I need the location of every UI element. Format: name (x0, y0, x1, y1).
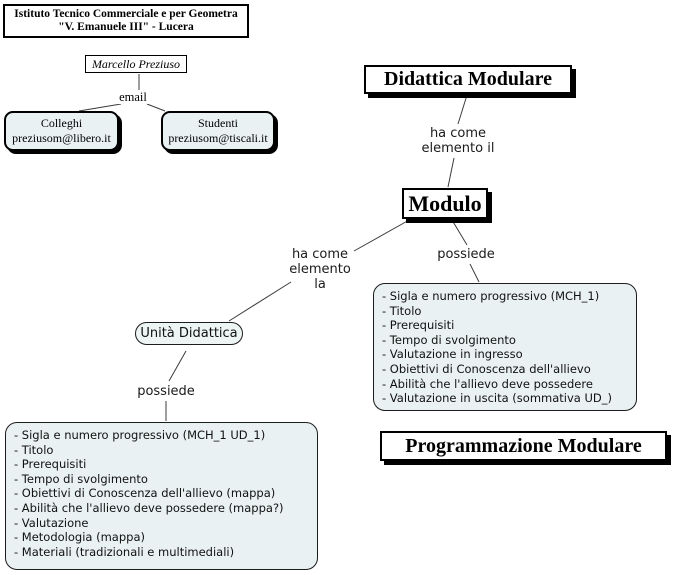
colleghi-title: Colleghi (40, 116, 83, 130)
colleghi-address: preziusom@libero.it (12, 131, 111, 145)
list-item: - Tempo di svolgimento (14, 471, 148, 486)
list-item: - Materiali (tradizionali e multimediali… (14, 544, 235, 559)
link-didattica-label (457, 94, 468, 125)
list-item: elemento (289, 262, 351, 277)
list-item: - Sigla e numero progressivo (MCH_1 UD_1… (14, 428, 266, 442)
institute-location: "V. Emanuele III" - Lucera (58, 21, 194, 33)
link-email-studenti (146, 103, 166, 112)
link-label-possiede-left[interactable]: possiede (137, 384, 195, 399)
studenti-address: preziusom@tiscali.it (168, 131, 268, 145)
link-modulo-hacomela (353, 218, 412, 252)
list-item: - Abilità che l'allievo deve possedere (… (14, 500, 284, 515)
list-item: - Valutazione (14, 515, 89, 530)
list-item: - Prerequisiti (14, 457, 87, 472)
link-label-possiede-right[interactable]: possiede (437, 247, 495, 262)
list-item: - Obiettivi di Conoscenza dell'allievo (… (14, 486, 276, 501)
modulo-properties-node[interactable]: - Sigla e numero progressivo (MCH_1)- Ti… (373, 283, 637, 411)
list-item: - Tempo di svolgimento (382, 332, 516, 347)
colleghi-node[interactable]: Colleghi preziusom@libero.it (4, 111, 119, 151)
list-item: - Valutazione in ingresso (382, 347, 523, 362)
unita-didattica-node[interactable]: Unità Didattica (135, 322, 243, 345)
link-email-colleghi (78, 103, 122, 112)
list-item: - Valutazione in uscita (sommativa UD_) (382, 391, 612, 406)
unita-properties-node[interactable]: - Sigla e numero progressivo (MCH_1 UD_1… (5, 422, 318, 570)
modulo-node[interactable]: Modulo (402, 188, 488, 219)
list-item: - Obiettivi di Conoscenza dell'allievo (382, 361, 591, 376)
studenti-title: Studenti (197, 116, 238, 130)
list-item: - Titolo (14, 442, 54, 457)
list-item: - Abilità che l'allievo deve possedere (382, 376, 593, 391)
link-unita-possiede (168, 350, 187, 382)
list-item: la (314, 277, 326, 292)
list-item: - Sigla e numero progressivo (MCH_1) (382, 289, 600, 303)
list-item: - Metodologia (mappa) (14, 530, 145, 545)
didattica-modulare-node[interactable]: Didattica Modulare (364, 65, 572, 94)
email-link-label[interactable]: email (111, 91, 155, 104)
link-label-modulo (447, 157, 455, 188)
programmazione-modulare-node[interactable]: Programmazione Modulare (380, 431, 667, 461)
list-item: - Titolo (382, 303, 422, 318)
institute-node[interactable]: Istituto Tecnico Commerciale e per Geome… (3, 4, 249, 38)
studenti-node[interactable]: Studenti preziusom@tiscali.it (161, 111, 275, 151)
author-node[interactable]: Marcello Preziuso (85, 55, 187, 73)
list-item: ha come (429, 126, 487, 141)
list-item: ha come (291, 247, 349, 262)
link-hacomela-unita (228, 281, 292, 322)
institute-name: Istituto Tecnico Commerciale e per Geome… (14, 8, 238, 20)
link-modulo-possiede (451, 219, 468, 246)
list-item: - Prerequisiti (382, 318, 455, 333)
link-possiede-moduloprops (469, 263, 480, 283)
author-name: Marcello Preziuso (91, 57, 181, 71)
list-item: elemento il (421, 141, 495, 156)
